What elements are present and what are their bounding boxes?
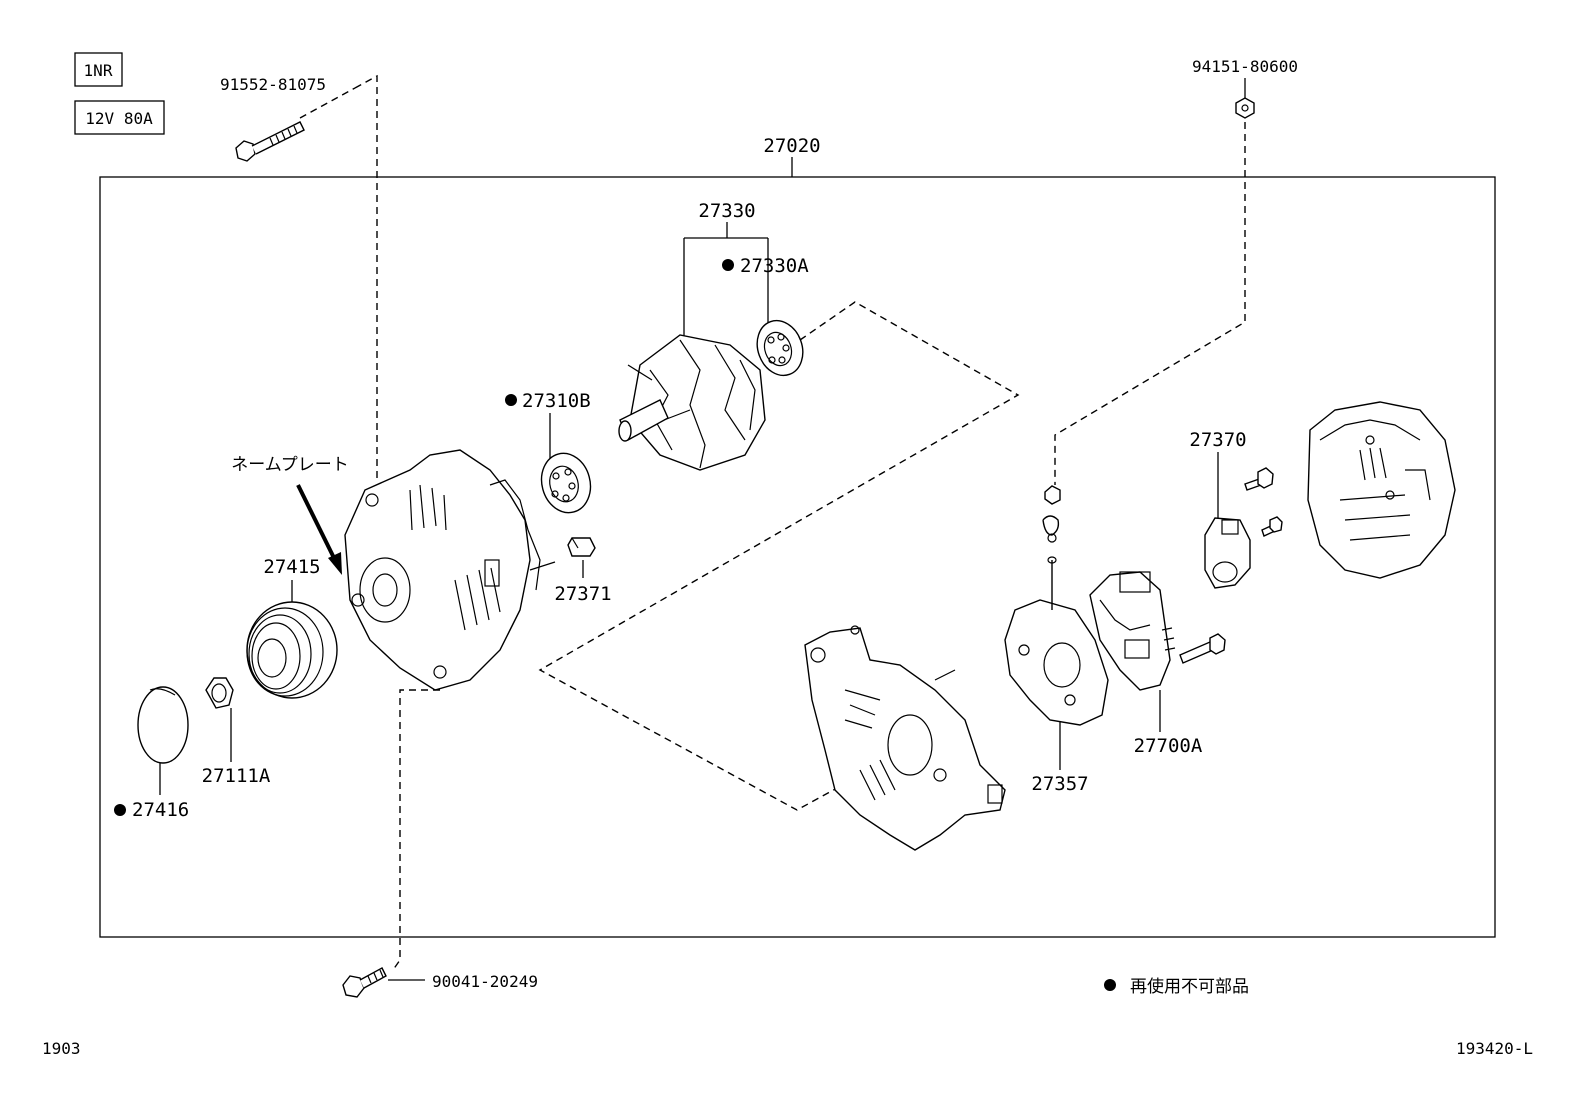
insulator-label: 27371 — [554, 583, 611, 605]
rotor-icon — [618, 334, 766, 471]
terminal-insulator-label: 27370 — [1189, 429, 1246, 451]
small-nut-icon — [1042, 485, 1061, 543]
non-reusable-bullet-icon — [1104, 979, 1116, 991]
assembly-frame — [99, 176, 1496, 938]
regulator-icon — [1089, 571, 1176, 691]
spec-label: 12V 80A — [85, 109, 153, 128]
rear-frame-icon — [804, 625, 1006, 851]
nut-top-right-label: 94151-80600 — [1192, 57, 1298, 76]
footer-left-code: 1903 — [42, 1039, 81, 1058]
assembly-part-label: 27020 — [763, 135, 820, 157]
pulley-label: 27415 — [263, 556, 320, 578]
pulley-icon — [246, 601, 338, 699]
terminal-insulator-icon — [1204, 517, 1251, 589]
terminal-screw-icon — [1244, 467, 1283, 537]
regulator-screw-icon — [1179, 633, 1226, 664]
rear-cover-icon — [1307, 401, 1456, 579]
brush-holder-label: 27357 — [1031, 773, 1088, 795]
engine-code-label: 1NR — [84, 61, 113, 80]
rotor-bearing-icon — [756, 319, 804, 377]
rotor-group-label: 27330 — [698, 200, 755, 222]
brush-holder-icon — [1004, 556, 1109, 726]
non-reusable-bullet-icon — [505, 394, 517, 406]
bolt-bottom-icon — [342, 967, 387, 998]
nut-top-right-icon — [1235, 97, 1255, 119]
legend: 再使用不可部品 — [1104, 976, 1249, 997]
nameplate-arrow-icon — [296, 484, 342, 575]
non-reusable-bullet-icon — [722, 259, 734, 271]
legend-text: 再使用不可部品 — [1130, 976, 1249, 997]
insulator-icon — [567, 537, 596, 557]
drive-end-frame-icon — [344, 449, 556, 691]
non-reusable-bullet-icon — [114, 804, 126, 816]
bolt-top-left-label: 91552-81075 — [220, 75, 326, 94]
front-bearing-icon — [540, 452, 592, 514]
front-bearing-label: 27310B — [522, 390, 591, 412]
bolt-bottom-label: 90041-20249 — [432, 972, 538, 991]
bolt-top-left-icon — [235, 121, 305, 162]
footer-right-code: 193420-L — [1456, 1039, 1533, 1058]
spec-box: 12V 80A — [74, 100, 165, 135]
pulley-cap-label: 27416 — [132, 799, 189, 821]
regulator-label: 27700A — [1134, 735, 1203, 757]
pulley-nut-label: 27111A — [202, 765, 271, 787]
engine-code-box: 1NR — [74, 52, 123, 87]
nameplate-label: ネームプレート — [231, 455, 348, 475]
pulley-cap-icon — [137, 686, 189, 764]
pulley-nut-icon — [205, 677, 234, 709]
rotor-bearing-label: 27330A — [740, 255, 809, 277]
